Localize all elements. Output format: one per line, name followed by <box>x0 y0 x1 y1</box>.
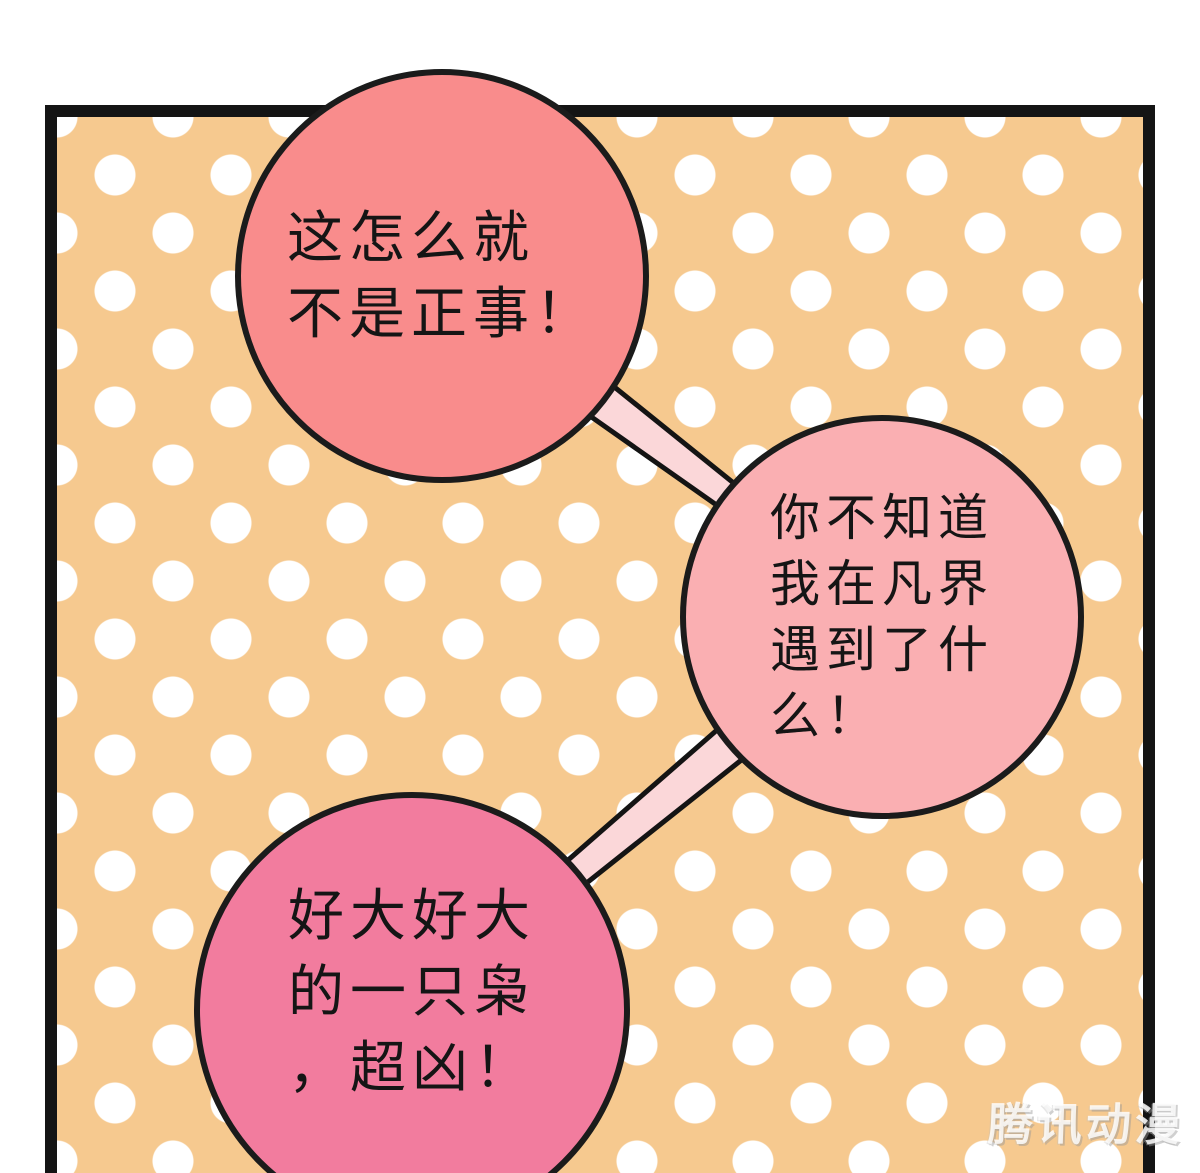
bubble-text-line: 这怎么就 <box>287 206 535 269</box>
speech-bubble-2: 你不知道 我在凡界 遇到了什 么！ <box>680 415 1084 819</box>
bubble-text-line: 好大好大 <box>288 884 536 947</box>
bubble-text-line: 么！ <box>770 688 882 744</box>
bubble-text-line: 的一只枭 <box>288 960 536 1023</box>
tencent-comics-watermark: 腾讯动漫 <box>986 1099 1185 1150</box>
speech-bubble-3-text: 好大好大 的一只枭 ，超凶！ <box>288 878 536 1106</box>
bubble-text-line: 不是正事！ <box>287 282 597 345</box>
speech-bubble-3: 好大好大 的一只枭 ，超凶！ <box>194 792 630 1173</box>
speech-bubble-2-text: 你不知道 我在凡界 遇到了什 么！ <box>770 485 994 749</box>
speech-bubble-1: 这怎么就 不是正事！ <box>235 69 649 483</box>
bubble-text-line: 遇到了什 <box>770 622 994 678</box>
speech-bubble-1-text: 这怎么就 不是正事！ <box>287 200 597 352</box>
bubble-text-line: 你不知道 <box>770 490 994 546</box>
bubble-text-line: ，超凶！ <box>288 1036 536 1099</box>
bubble-text-line: 我在凡界 <box>770 556 994 612</box>
